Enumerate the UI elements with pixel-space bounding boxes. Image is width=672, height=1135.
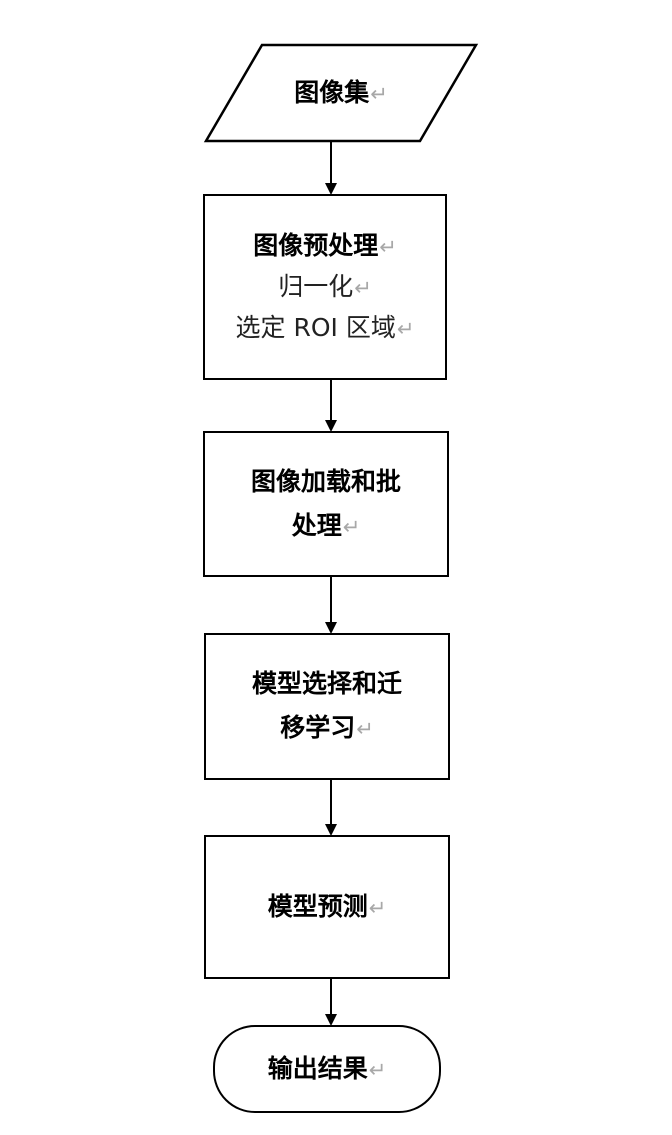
- output-label: 输出结果↵: [267, 1053, 387, 1083]
- model-selection-label-line-1: 模型选择和迁: [251, 669, 402, 698]
- paragraph-mark-icon: ↵: [356, 717, 374, 741]
- loading-node: 图像加载和批 处理↵: [203, 431, 449, 577]
- paragraph-mark-icon: ↵: [368, 1057, 387, 1082]
- paragraph-mark-icon: ↵: [379, 234, 397, 259]
- image-set-label: 图像集↵: [294, 77, 388, 107]
- prediction-label: 模型预测↵: [267, 891, 387, 921]
- paragraph-mark-icon: ↵: [354, 275, 372, 300]
- output-node: 输出结果↵: [213, 1025, 441, 1113]
- paragraph-mark-icon: ↵: [342, 514, 361, 539]
- preprocessing-node: 图像预处理↵ 归一化↵ 选定 ROI 区域↵: [203, 194, 447, 380]
- model-selection-label-line-2: 移学习↵: [280, 713, 374, 742]
- preprocessing-step-roi: 选定 ROI 区域↵: [235, 312, 415, 342]
- loading-label-line-2: 处理↵: [291, 510, 361, 540]
- model-selection-node: 模型选择和迁 移学习↵: [204, 633, 450, 780]
- paragraph-mark-icon: ↵: [370, 81, 388, 106]
- loading-label-line-1: 图像加载和批: [250, 466, 401, 496]
- paragraph-mark-icon: ↵: [368, 895, 387, 920]
- preprocessing-step-normalization: 归一化↵: [278, 271, 372, 301]
- image-set-node: 图像集↵: [262, 45, 420, 141]
- prediction-node: 模型预测↵: [204, 835, 450, 979]
- paragraph-mark-icon: ↵: [396, 316, 415, 341]
- image-set-parallelogram: [203, 43, 479, 143]
- preprocessing-title: 图像预处理↵: [253, 230, 397, 260]
